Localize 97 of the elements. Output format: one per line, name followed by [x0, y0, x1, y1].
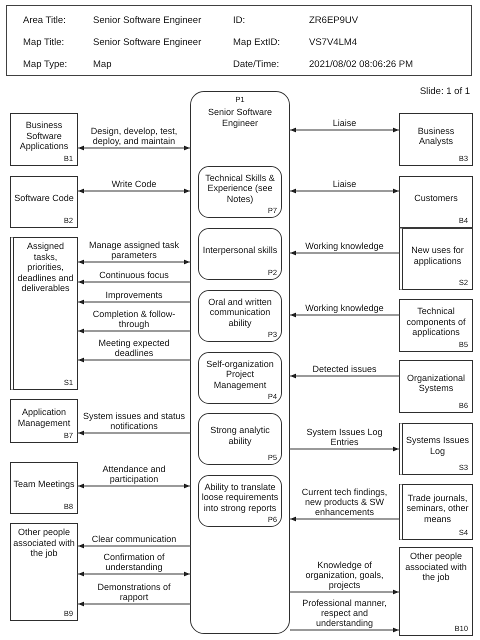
field-label: Map ExtID:: [233, 36, 280, 48]
node-title: Customers: [414, 193, 458, 204]
source-box: [10, 237, 78, 390]
node-title: Self-organization Project Management: [205, 358, 275, 390]
source-box: [399, 484, 473, 540]
arrow: [78, 544, 190, 548]
entity-box: [399, 299, 473, 352]
process-box: [198, 352, 282, 404]
field-value: Map: [93, 58, 112, 70]
edge-label: Write Code: [110, 179, 158, 189]
entity-box: [10, 113, 78, 166]
edge-label: Detected issues: [311, 364, 378, 374]
edge-label: Attendance and participation: [101, 464, 167, 484]
arrow: [78, 328, 190, 334]
arrow: [290, 312, 400, 318]
arrow: [78, 358, 190, 362]
edge-label: Demonstrations of rapport: [96, 582, 172, 602]
node-title: Strong analytic ability: [209, 425, 271, 446]
entity-box: [10, 523, 78, 621]
node-title: Technical components of applications: [405, 306, 467, 338]
source-box: [399, 423, 473, 475]
node-title: Business Software Applications: [18, 120, 70, 152]
entity-box: [399, 547, 473, 636]
edge-label: Meeting expected deadlines: [97, 338, 171, 358]
arrow: [290, 250, 400, 256]
field-value: ZR6EP9UV: [309, 14, 358, 26]
field-value: 2021/08/02 08:06:26 PM: [309, 58, 414, 70]
arrow: [78, 260, 190, 264]
node-title: Interpersonal skills: [202, 245, 278, 256]
arrow: [78, 572, 190, 576]
arrow: [290, 446, 400, 452]
node-title: Assigned tasks, priorities, deadlines and deliverables: [16, 241, 75, 294]
edge-label: Professional manner, respect and understanding: [301, 598, 388, 628]
arrow: [78, 280, 190, 284]
edge-label: Liaise: [332, 179, 358, 189]
edge-label: Design, develop, test, deploy, and maintain: [90, 126, 178, 146]
node-title: Systems Issues Log: [405, 435, 470, 456]
field-label: ID:: [233, 14, 246, 26]
node-title: New uses for applications: [410, 245, 465, 266]
node-title: Senior Software Engineer: [206, 107, 274, 128]
arrow: [78, 300, 190, 304]
node-title: Organizational Systems: [406, 372, 466, 394]
entity-box: [10, 462, 78, 514]
edge-label: Clear communication: [90, 534, 178, 544]
process-box: [198, 475, 282, 527]
node-title: Trade journals, seminars, other means: [405, 492, 470, 524]
arrow: [78, 188, 190, 194]
edge-label: System issues and status notifications: [82, 411, 186, 431]
node-title: Team Meetings: [13, 479, 75, 490]
arrow: [78, 484, 190, 488]
edge-label: Improvements: [104, 290, 164, 300]
field-value: Senior Software Engineer: [93, 14, 202, 26]
edge-label: Manage assigned task parameters: [88, 240, 180, 260]
edge-label: Knowledge of organization, goals, projects: [304, 560, 385, 590]
arrow: [290, 516, 400, 522]
entity-box: [399, 360, 473, 413]
field-value: Senior Software Engineer: [93, 36, 202, 48]
node-title: Other people associated with the job: [13, 527, 75, 558]
process-box: [198, 413, 282, 465]
arrow: [78, 146, 190, 150]
field-value: VS7V4LM4: [309, 36, 358, 48]
edge-label: Confirmation of understanding: [102, 552, 166, 572]
node-title: Software Code: [14, 193, 74, 204]
source-box: [399, 228, 473, 290]
process-box: [198, 228, 282, 280]
arrow: [290, 628, 400, 632]
field-label: Date/Time:: [233, 58, 280, 70]
node-title: Oral and written communication ability: [207, 296, 273, 328]
arrow: [78, 602, 190, 606]
edge-label: Liaise: [332, 118, 358, 128]
edge-label: Completion & follow-through: [92, 309, 176, 329]
entity-box: [10, 176, 78, 228]
arrow: [290, 590, 400, 594]
entity-box: [399, 176, 473, 228]
node-title: Application Management: [16, 407, 72, 428]
entity-box: [399, 113, 473, 166]
node-title: Ability to translate loose requirements into strong reports: [201, 482, 279, 514]
process-box: [198, 166, 282, 218]
role-panel: [190, 91, 290, 634]
edge-label: Continuous focus: [98, 270, 170, 280]
edge-label: Working knowledge: [304, 241, 385, 251]
arrow: [290, 374, 400, 378]
node-title: Business Analysts: [416, 126, 456, 146]
arrow: [290, 128, 400, 132]
edge-label: Working knowledge: [304, 303, 385, 313]
field-label: Area Title:: [23, 14, 66, 26]
entity-box: [10, 399, 78, 443]
edge-label: System Issues Log Entries: [305, 427, 384, 447]
arrow: [78, 430, 190, 436]
node-title: Technical Skills & Experience (see Notes): [204, 172, 276, 204]
node-title: Other people associated with the job: [404, 551, 468, 582]
field-label: Map Type:: [23, 58, 68, 70]
field-label: Map Title:: [23, 36, 64, 48]
process-box: [198, 290, 282, 342]
slide-number: Slide: 1 of 1: [420, 86, 470, 97]
arrow: [290, 188, 400, 194]
edge-label: Current tech findings, new products & SW enhancements: [300, 487, 388, 517]
